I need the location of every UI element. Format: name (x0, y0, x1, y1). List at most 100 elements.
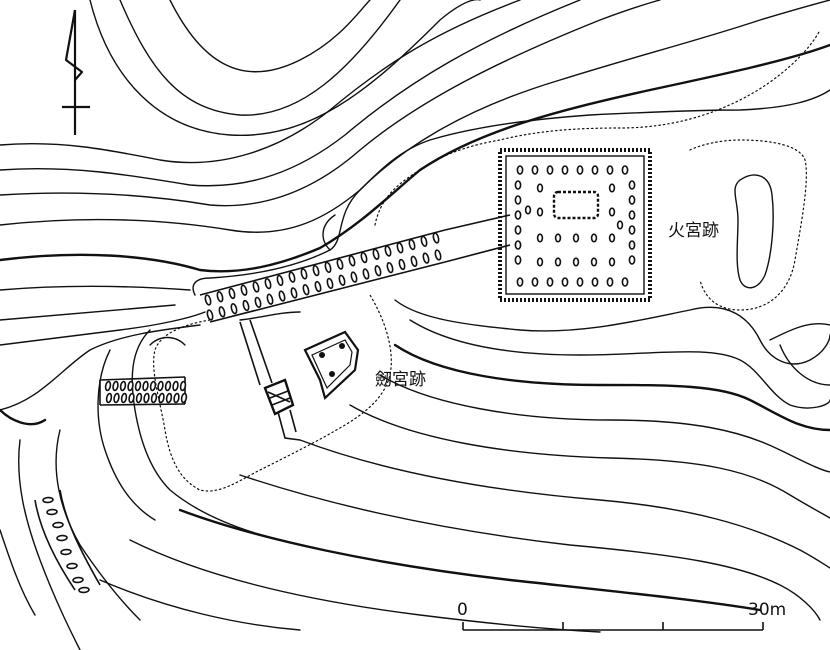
path-stone (410, 255, 418, 267)
path-stone (218, 306, 226, 318)
path-stone (240, 284, 248, 296)
contours-lower (0, 299, 830, 650)
enclosure-stone (576, 165, 584, 175)
path-stone (422, 252, 430, 264)
path-stone (314, 280, 322, 293)
path-stone (326, 277, 334, 290)
path-stone (42, 496, 54, 504)
enclosure-stone (606, 165, 614, 175)
path-stone (46, 508, 58, 516)
path-stone (264, 278, 272, 290)
enclosure-stone (514, 255, 522, 265)
path-stones (204, 232, 442, 321)
enclosure-stone (554, 233, 562, 243)
path-stone (300, 268, 308, 280)
path-stone (396, 242, 404, 254)
enclosure-stone (590, 257, 598, 267)
plateau-edge-lower (153, 294, 392, 492)
enclosure-stone (576, 277, 584, 287)
enclosure-stone (531, 165, 539, 175)
path-stone (312, 264, 320, 277)
enclosure-stone (546, 277, 554, 287)
path-stone (204, 294, 212, 306)
west-path-stones (104, 380, 188, 404)
enclosure-stone (561, 165, 569, 175)
path-stone (127, 380, 134, 392)
path-stone (254, 296, 262, 309)
enclosure-stone (628, 240, 636, 250)
path-stone (60, 548, 72, 556)
connector-lines (239, 319, 301, 441)
path-stone (158, 392, 165, 404)
path-stone (143, 392, 150, 404)
path-stone (179, 380, 187, 392)
enclosure-stone (514, 225, 522, 235)
path-stone (386, 261, 394, 274)
path-stone (165, 392, 173, 404)
enclosure-stone (536, 257, 544, 267)
enclosure-stone (628, 225, 636, 235)
enclosure-stone (536, 183, 544, 193)
north-arrow-icon (62, 9, 90, 135)
path-stone (157, 380, 164, 392)
stone-path-west (99, 376, 186, 406)
enclosure-stone (621, 277, 629, 287)
path-stone (252, 281, 260, 293)
path-stone (302, 284, 310, 296)
enclosure-stone (591, 165, 599, 175)
path-stone (338, 274, 346, 286)
contour-west-bump (149, 336, 186, 346)
enclosure-stone (514, 195, 522, 205)
hinomiya-enclosure (498, 148, 652, 302)
southwest-path-stones (42, 496, 90, 594)
enclosure-stone (536, 233, 544, 243)
enclosure-stone (608, 183, 616, 193)
path-stone (266, 293, 274, 305)
tsurugimiya-stone (303, 330, 360, 401)
enclosure-stone (628, 195, 636, 205)
path-stone (432, 232, 440, 244)
enclosure-stone (546, 165, 554, 175)
path-stone (66, 562, 78, 570)
enclosure-stone (628, 210, 636, 220)
enclosure-stone (606, 277, 614, 287)
path-stone (230, 303, 238, 315)
enclosure-stone (591, 277, 599, 287)
stone-path-main (199, 214, 511, 323)
path-stone (336, 258, 344, 270)
path-stone (434, 249, 442, 261)
enclosure-stone (621, 165, 629, 175)
scale-bar: 0 30m (457, 600, 786, 631)
path-stone (374, 265, 382, 277)
path-stone (135, 392, 143, 404)
enclosure-stone (608, 207, 616, 217)
enclosure-stone (616, 220, 624, 230)
enclosure-stone (608, 257, 616, 267)
path-stone (173, 392, 180, 404)
enclosure-stone (590, 233, 598, 243)
path-stone (398, 258, 406, 271)
path-stone (372, 248, 380, 260)
scale-start: 0 (457, 600, 468, 620)
enclosure-stone (628, 180, 636, 190)
enclosure-stone (514, 240, 522, 250)
path-stone (149, 380, 157, 392)
contours-upper (0, 0, 830, 411)
path-stone (113, 392, 120, 404)
path-stone (128, 392, 135, 404)
stone-path-southwest (34, 489, 101, 591)
enclosure-stone (628, 255, 636, 265)
path-stone (120, 392, 128, 404)
enclosure-stone (516, 165, 524, 175)
label-hinomiya: 火宮跡 (668, 221, 719, 241)
path-stone (288, 271, 296, 283)
path-stone (348, 255, 356, 267)
path-stone (420, 235, 428, 247)
path-stone (408, 238, 416, 251)
enclosure-stone (531, 277, 539, 287)
enclosure-stone (554, 257, 562, 267)
ridge-outline (192, 89, 830, 296)
scale-end: 30m (748, 600, 786, 620)
enclosure-stone (524, 205, 532, 215)
